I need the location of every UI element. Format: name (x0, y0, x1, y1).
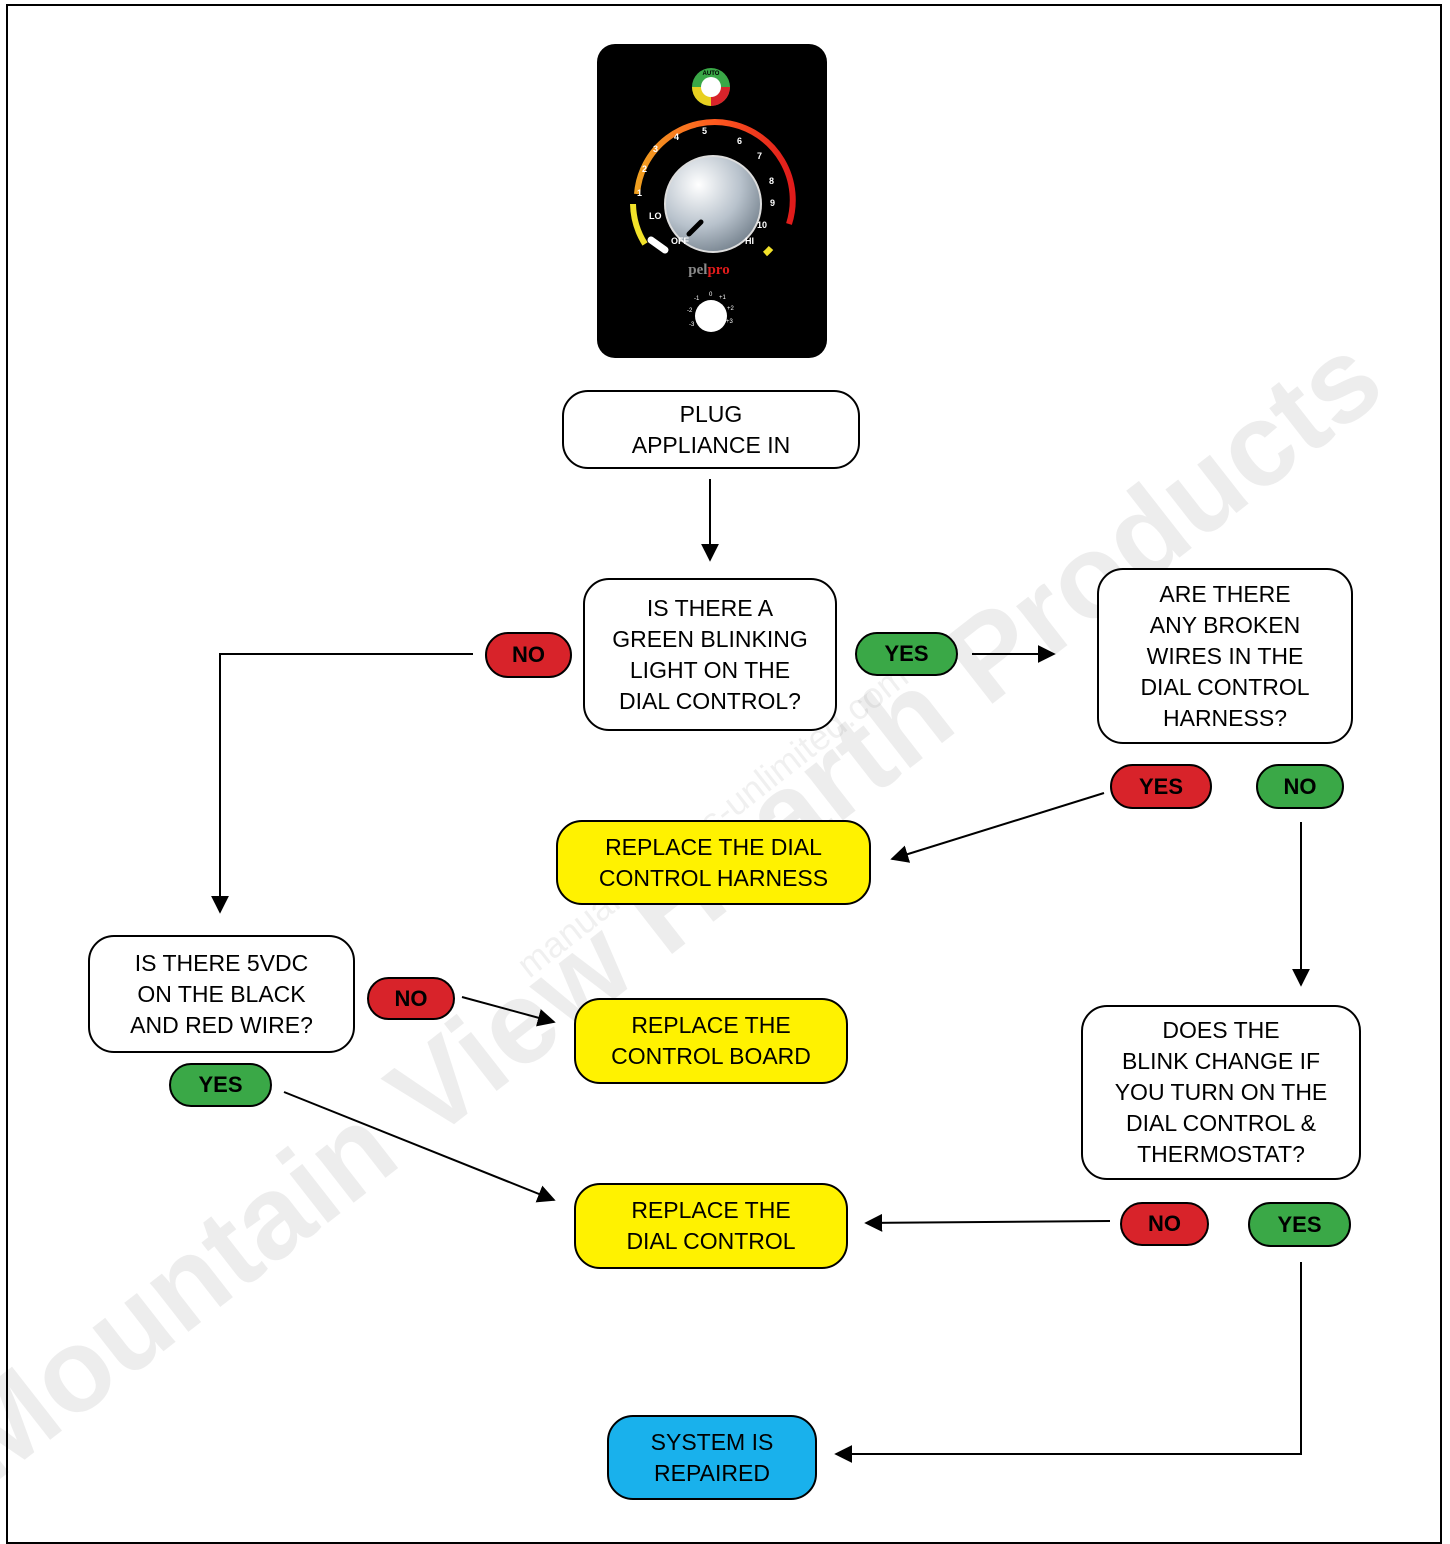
scale-10: 10 (757, 220, 767, 230)
arrow-no-to-5vdc (211, 653, 473, 914)
trim-minus-3: -3 (689, 322, 695, 328)
dial-control-illustration: AUTO 1 2 3 4 5 6 7 8 9 10 LO HI OFF pelp… (597, 44, 827, 358)
node-plug-appliance: PLUG APPLIANCE IN (562, 390, 860, 469)
scale-9: 9 (770, 198, 775, 208)
scale-3: 3 (653, 144, 658, 154)
arrow-5vdc-yes-to-dial (283, 1091, 556, 1203)
trim-minus-1: -1 (694, 296, 700, 302)
scale-5: 5 (702, 126, 707, 136)
node-5vdc-check: IS THERE 5VDC ON THE BLACK AND RED WIRE? (88, 935, 355, 1053)
scale-2: 2 (642, 164, 647, 174)
scale-8: 8 (769, 176, 774, 186)
label-5vdc-yes: YES (169, 1063, 272, 1107)
label-green-blink-no: NO (485, 632, 572, 678)
arrow-broken-yes-to-harness (890, 792, 1105, 863)
scale-hi: HI (745, 236, 754, 246)
label-blink-change-yes: YES (1248, 1202, 1351, 1247)
scale-4: 4 (674, 132, 679, 142)
scale-7: 7 (757, 151, 762, 161)
mode-label-auto: AUTO (703, 71, 720, 77)
node-replace-dial-control: REPLACE THE DIAL CONTROL (574, 1183, 848, 1269)
arrow-blink-yes-to-repaired (834, 1262, 1302, 1463)
knob-pointer (686, 219, 704, 237)
trim-plus-1: +1 (719, 295, 727, 301)
node-replace-harness: REPLACE THE DIAL CONTROL HARNESS (556, 820, 871, 905)
node-broken-wires: ARE THERE ANY BROKEN WIRES IN THE DIAL C… (1097, 568, 1353, 744)
trim-plus-3: +3 (726, 319, 734, 325)
node-replace-control-board: REPLACE THE CONTROL BOARD (574, 998, 848, 1084)
off-marker-icon (647, 236, 669, 254)
temperature-scale-arc (634, 119, 796, 225)
brand-logo: pelpro (688, 262, 729, 278)
node-green-blinking-light: IS THERE A GREEN BLINKING LIGHT ON THE D… (583, 578, 837, 731)
scale-1: 1 (637, 188, 642, 198)
node-system-repaired: SYSTEM IS REPAIRED (607, 1415, 817, 1500)
low-range-arc (630, 203, 648, 246)
label-5vdc-no: NO (367, 977, 455, 1020)
scale-off: OFF (671, 236, 689, 246)
label-blink-change-no: NO (1120, 1202, 1209, 1246)
node-blink-change: DOES THE BLINK CHANGE IF YOU TURN ON THE… (1081, 1005, 1361, 1180)
label-broken-wires-no: NO (1256, 764, 1344, 809)
arrow-5vdc-no-to-board (461, 996, 556, 1027)
temperature-knob (664, 155, 762, 253)
trim-zero: 0 (709, 292, 713, 298)
label-green-blink-yes: YES (855, 632, 958, 676)
mode-indicator-icon (692, 68, 730, 106)
high-range-arc (762, 245, 774, 257)
scale-lo: LO (649, 211, 662, 221)
arrow-blink-no-to-dial (864, 1213, 1111, 1232)
trim-plus-2: +2 (727, 306, 735, 312)
trim-knob (695, 300, 727, 332)
trim-minus-2: -2 (687, 308, 693, 314)
scale-6: 6 (737, 136, 742, 146)
label-broken-wires-yes: YES (1110, 764, 1212, 809)
